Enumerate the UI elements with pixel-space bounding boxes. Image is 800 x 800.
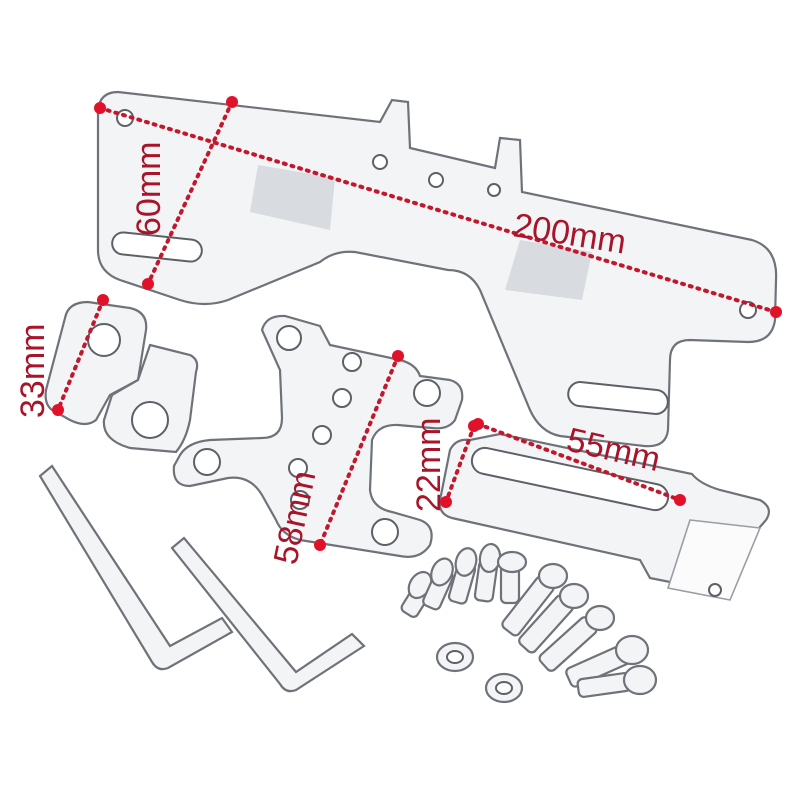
washer-1 bbox=[435, 641, 475, 673]
screw-9 bbox=[565, 634, 650, 688]
label-22mm: 22mm bbox=[410, 418, 448, 512]
dimension-33mm: 33mm bbox=[14, 294, 109, 418]
small-left-bracket bbox=[44, 300, 199, 454]
screw-8 bbox=[538, 604, 616, 672]
screw-6 bbox=[501, 562, 569, 637]
screw-3 bbox=[447, 547, 478, 605]
washer-2 bbox=[484, 672, 524, 704]
screw-4 bbox=[473, 542, 502, 603]
dimension-60mm: 60mm bbox=[130, 96, 238, 290]
slotted-bracket bbox=[438, 432, 771, 601]
screw-5 bbox=[496, 550, 528, 605]
label-33mm: 33mm bbox=[14, 324, 52, 418]
screw-7 bbox=[518, 582, 590, 654]
main-bracket-plate bbox=[96, 90, 778, 448]
center-bracket bbox=[172, 314, 464, 558]
screw-10 bbox=[576, 664, 658, 698]
screw-2 bbox=[422, 557, 454, 611]
allen-key-left bbox=[38, 464, 234, 671]
allen-key-right bbox=[170, 536, 366, 693]
label-60mm: 60mm bbox=[130, 142, 168, 236]
screw-set bbox=[400, 542, 658, 698]
dimension-22mm: 22mm bbox=[410, 418, 480, 512]
